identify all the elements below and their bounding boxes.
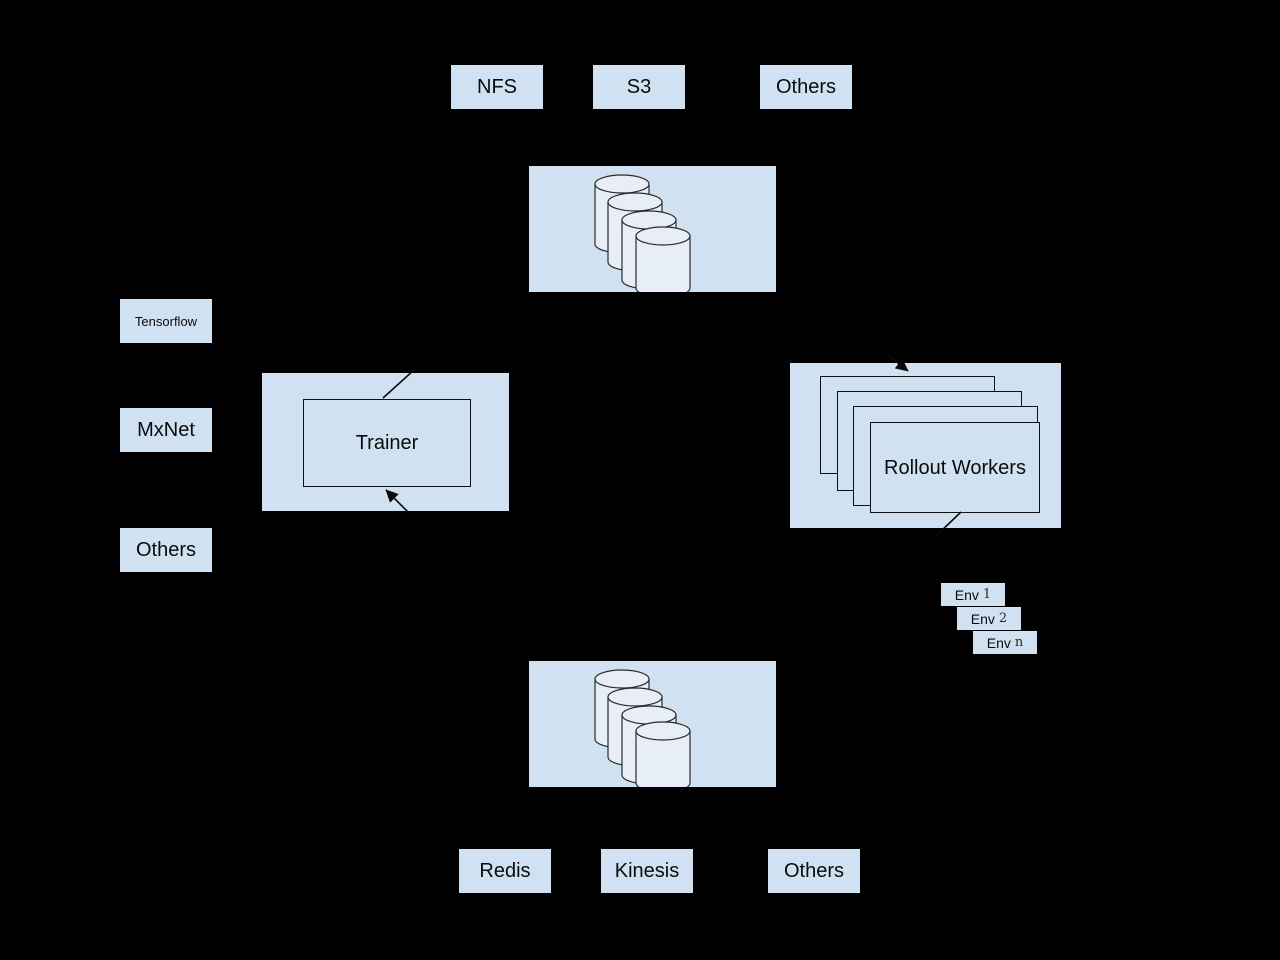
rollout-workers-label: Rollout Workers [884, 456, 1026, 479]
framework-chip-tensorflow-label: Tensorflow [134, 313, 198, 329]
framework-chip-others[interactable]: Others [120, 528, 212, 572]
streaming-chip-others[interactable]: Others [768, 849, 860, 893]
trainer-box[interactable]: Trainer [303, 399, 471, 487]
streaming-chip-kinesis-label: Kinesis [614, 860, 680, 882]
database-cylinder-stack-icon-bottom [594, 669, 691, 793]
env-chip-1[interactable]: Env 1 [941, 583, 1005, 606]
env-chip-n[interactable]: Env n [973, 631, 1037, 654]
storage-chip-s3-label: S3 [626, 76, 652, 98]
framework-chip-mxnet[interactable]: MxNet [120, 408, 212, 452]
env-chip-n-index: n [1014, 635, 1024, 650]
storage-chip-nfs[interactable]: NFS [451, 65, 543, 109]
storage-chip-others[interactable]: Others [760, 65, 852, 109]
framework-chip-tensorflow[interactable]: Tensorflow [120, 299, 212, 343]
streaming-chip-redis[interactable]: Redis [459, 849, 551, 893]
env-chip-n-word: Env [986, 634, 1011, 651]
storage-chip-others-label: Others [775, 76, 837, 98]
storage-chip-nfs-label: NFS [477, 76, 517, 98]
env-chip-1-word: Env [954, 586, 979, 603]
streaming-chip-redis-label: Redis [479, 860, 531, 882]
streaming-chip-others-label: Others [783, 860, 845, 882]
streaming-chip-kinesis[interactable]: Kinesis [601, 849, 693, 893]
framework-chip-mxnet-label: MxNet [137, 419, 195, 441]
storage-chip-s3[interactable]: S3 [593, 65, 685, 109]
experience-data-panel [529, 661, 776, 793]
offline-data-panel [529, 166, 776, 298]
env-chip-2[interactable]: Env 2 [957, 607, 1021, 630]
framework-chip-others-label: Others [135, 539, 197, 561]
env-chip-2-word: Env [970, 610, 995, 627]
database-cylinder-stack-icon-top [594, 174, 691, 298]
env-chip-1-index: 1 [982, 587, 992, 602]
rollout-workers-box[interactable]: Rollout Workers [870, 422, 1040, 513]
trainer-label: Trainer [355, 432, 419, 454]
env-chip-2-index: 2 [998, 611, 1008, 626]
